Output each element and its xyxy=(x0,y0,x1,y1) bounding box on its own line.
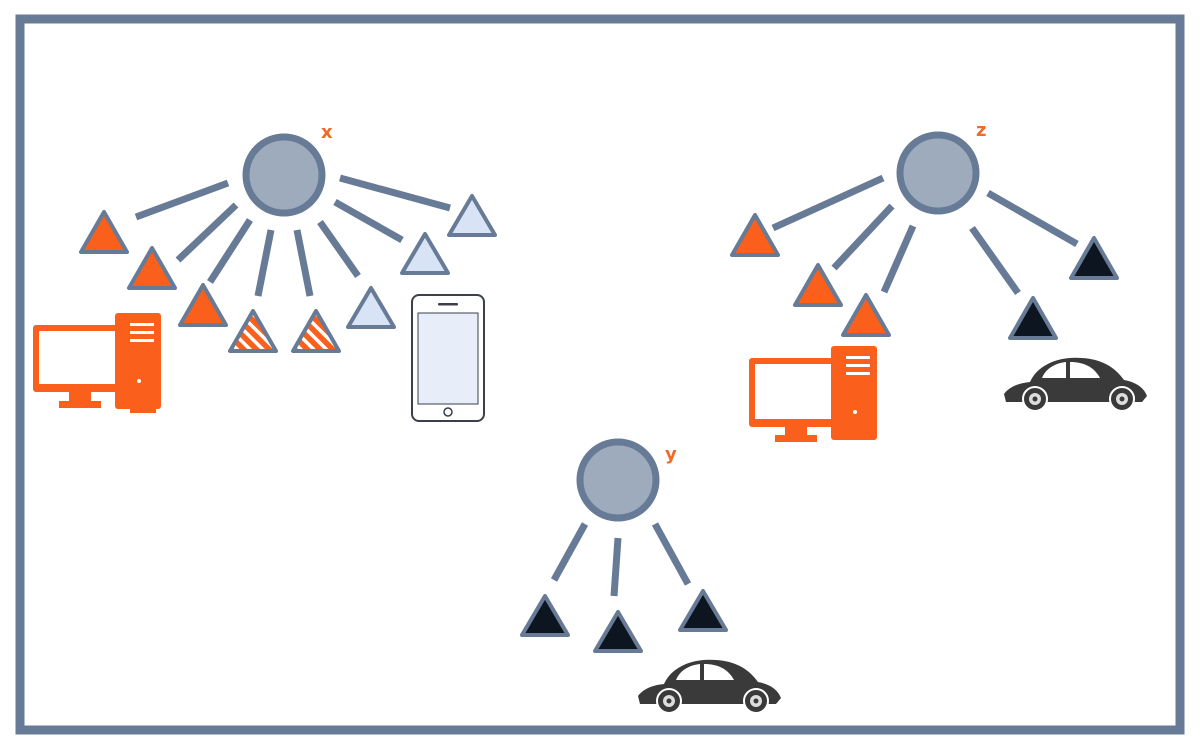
triangle-orange[interactable] xyxy=(841,293,891,337)
cluster-z-links xyxy=(771,174,1079,296)
node-y-label: y xyxy=(665,444,677,465)
triangle-light-blue[interactable] xyxy=(400,232,450,275)
triangle-orange[interactable] xyxy=(730,213,780,257)
triangle-light-blue[interactable] xyxy=(447,194,497,237)
node-y[interactable] xyxy=(576,438,660,522)
node-z[interactable] xyxy=(896,131,980,215)
triangle-black[interactable] xyxy=(593,610,643,653)
triangle-orange[interactable] xyxy=(79,210,129,254)
car-icon xyxy=(1004,357,1147,412)
computer-icon xyxy=(33,313,161,413)
cluster-y: y xyxy=(520,438,781,714)
cluster-y-links xyxy=(550,522,692,597)
node-x[interactable] xyxy=(242,133,326,217)
node-x-label: x xyxy=(321,122,333,143)
triangle-orange[interactable] xyxy=(127,246,177,290)
triangle-black[interactable] xyxy=(520,594,570,637)
triangle-orange-striped[interactable] xyxy=(228,309,278,353)
cluster-x: x xyxy=(33,122,497,422)
triangle-black[interactable] xyxy=(678,589,728,632)
triangle-orange-striped[interactable] xyxy=(291,309,341,353)
cluster-x-links xyxy=(134,174,451,297)
computer-icon xyxy=(749,346,877,442)
diagram-frame xyxy=(15,14,1185,735)
node-z-label: z xyxy=(976,120,986,141)
triangle-light-blue[interactable] xyxy=(346,286,396,329)
triangle-black[interactable] xyxy=(1069,236,1119,280)
triangle-orange[interactable] xyxy=(793,263,843,307)
cluster-z: z xyxy=(730,120,1147,442)
triangle-black[interactable] xyxy=(1008,296,1058,340)
smartphone-icon xyxy=(411,294,485,422)
triangle-orange[interactable] xyxy=(178,283,228,327)
car-icon xyxy=(638,659,781,714)
